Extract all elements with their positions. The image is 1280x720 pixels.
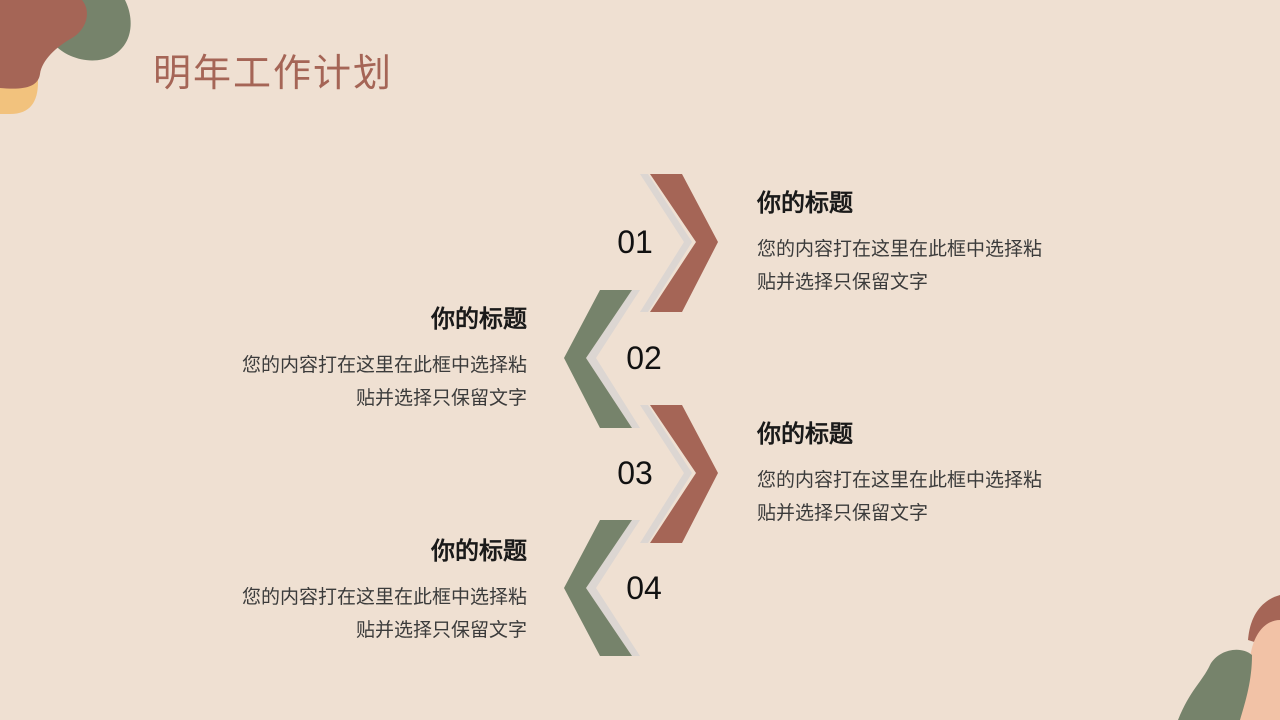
- step-02-body: 您的内容打在这里在此框中选择粘 贴并选择只保留文字: [197, 349, 527, 415]
- step-03-heading: 你的标题: [757, 420, 853, 448]
- chevron-03: [640, 405, 718, 543]
- chevron-01-shape: [650, 174, 718, 312]
- step-02-heading: 你的标题: [431, 305, 527, 333]
- chevron-01: [640, 174, 718, 312]
- chevron-04: [564, 520, 640, 656]
- step-01-body-line2: 贴并选择只保留文字: [757, 271, 929, 293]
- step-04-heading: 你的标题: [431, 537, 527, 565]
- page-title: 明年工作计划: [153, 51, 394, 95]
- step-02-body-line2: 贴并选择只保留文字: [355, 387, 527, 409]
- rust-blob: [0, 0, 87, 89]
- step-01-body-line1: 您的内容打在这里在此框中选择粘: [757, 238, 1043, 260]
- step-02-body-line1: 您的内容打在这里在此框中选择粘: [241, 354, 527, 376]
- step-01-text: 你的标题 您的内容打在这里在此框中选择粘 贴并选择只保留文字: [757, 187, 1087, 299]
- top-left-decoration: [0, 0, 131, 114]
- sage-blob-bottom: [1178, 649, 1252, 720]
- chevron-03-shape: [650, 405, 718, 543]
- step-03-body-line2: 贴并选择只保留文字: [757, 502, 929, 524]
- step-03-body-line1: 您的内容打在这里在此框中选择粘: [757, 469, 1043, 491]
- step-01-heading: 你的标题: [757, 189, 853, 217]
- step-number-04: 04: [626, 570, 662, 606]
- chevron-02: [564, 290, 640, 428]
- chevron-02-shape: [564, 290, 632, 428]
- step-02-text: 你的标题 您的内容打在这里在此框中选择粘 贴并选择只保留文字: [197, 303, 527, 415]
- step-number-03: 03: [617, 455, 653, 491]
- chevron-04-shape: [564, 520, 632, 656]
- step-04-body-line1: 您的内容打在这里在此框中选择粘: [241, 586, 527, 608]
- bottom-right-decoration: [1178, 595, 1280, 720]
- step-03-text: 你的标题 您的内容打在这里在此框中选择粘 贴并选择只保留文字: [757, 418, 1087, 530]
- step-04-body-line2: 贴并选择只保留文字: [355, 619, 527, 641]
- step-number-02: 02: [626, 340, 662, 376]
- step-01-body: 您的内容打在这里在此框中选择粘 贴并选择只保留文字: [757, 233, 1087, 299]
- step-04-text: 你的标题 您的内容打在这里在此框中选择粘 贴并选择只保留文字: [197, 535, 527, 647]
- peach-blob-bottom: [1236, 620, 1280, 720]
- step-04-body: 您的内容打在这里在此框中选择粘 贴并选择只保留文字: [197, 581, 527, 647]
- step-03-body: 您的内容打在这里在此框中选择粘 贴并选择只保留文字: [757, 464, 1087, 530]
- step-number-01: 01: [617, 224, 653, 260]
